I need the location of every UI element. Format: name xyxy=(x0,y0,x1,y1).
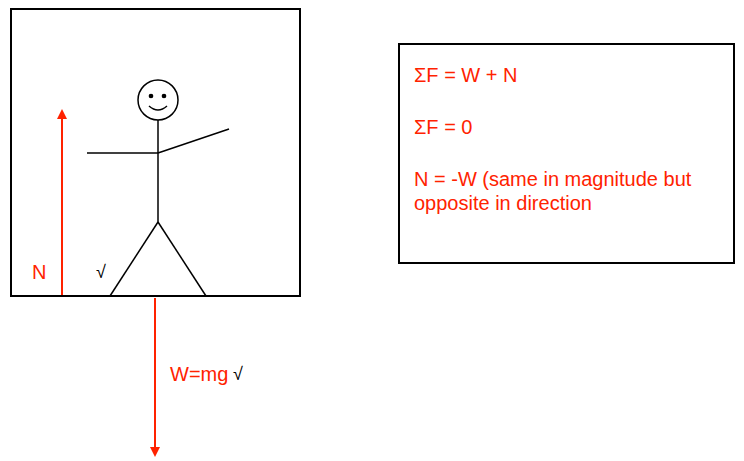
normal-force-arrow xyxy=(61,114,63,296)
equation-text: ΣF = 0 xyxy=(414,115,719,139)
force-label: N xyxy=(32,260,46,284)
equation-box: ΣF = W + N ΣF = 0 N = -W (same in magnitud… xyxy=(398,43,735,264)
stick-figure xyxy=(87,80,229,296)
check-mark: √ xyxy=(233,362,243,386)
equation-text: ΣF = W + N xyxy=(414,63,719,87)
equation-note: N = -W (same in magnitude but opposite i… xyxy=(414,167,719,215)
force-label: W=mg xyxy=(170,362,228,386)
weight-arrow xyxy=(154,298,156,452)
check-mark: √ xyxy=(96,260,106,284)
person-box: N√ xyxy=(10,8,301,297)
